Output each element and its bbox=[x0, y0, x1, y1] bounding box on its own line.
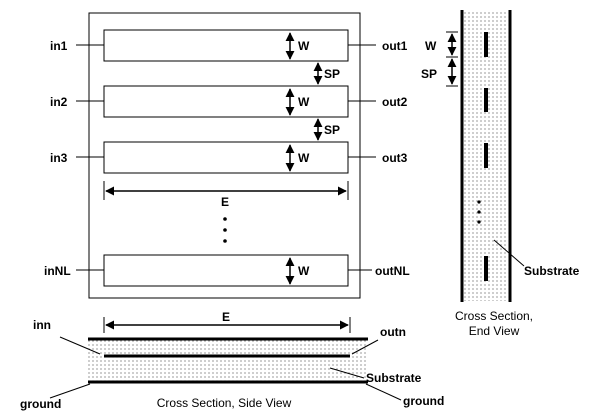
out1-label: out1 bbox=[382, 39, 408, 53]
end-view-spacing-label: SP bbox=[421, 67, 437, 81]
side-view-ground-right-label: ground bbox=[403, 394, 444, 408]
width-label-nl: W bbox=[298, 264, 310, 278]
side-view-out-leader bbox=[351, 339, 379, 355]
side-view-ground-left-leader bbox=[49, 383, 91, 399]
side-view-substrate-label: Substrate bbox=[366, 371, 422, 385]
end-view-caption-line1: Cross Section, bbox=[455, 309, 533, 323]
outnl-label: outNL bbox=[375, 264, 410, 278]
end-view-width-label: W bbox=[425, 39, 437, 53]
width-label-1: W bbox=[298, 39, 310, 53]
width-label-2: W bbox=[298, 95, 310, 109]
conductor-2 bbox=[103, 85, 349, 118]
side-view-caption: Cross Section, Side View bbox=[157, 396, 292, 410]
end-view-ellipsis-dot bbox=[477, 210, 481, 214]
side-view-in-leader bbox=[59, 336, 101, 355]
end-view-ellipsis-dot bbox=[477, 200, 481, 204]
side-view: E inn outn Substrate ground ground Cross… bbox=[20, 310, 444, 411]
side-view-length-label: E bbox=[222, 310, 230, 324]
end-view-substrate-leader bbox=[493, 239, 525, 267]
innl-label: inNL bbox=[44, 264, 71, 278]
out3-label: out3 bbox=[382, 151, 408, 165]
side-view-ground-left-label: ground bbox=[20, 397, 61, 411]
spacing-label-2: SP bbox=[324, 123, 340, 137]
side-view-substrate bbox=[88, 340, 368, 381]
top-view: in1 out1 W SP in2 out2 W SP in3 out3 W E bbox=[44, 12, 410, 299]
in3-label: in3 bbox=[50, 151, 68, 165]
ellipsis-dot bbox=[223, 228, 227, 232]
out2-label: out2 bbox=[382, 95, 408, 109]
side-view-substrate-leader bbox=[329, 367, 365, 379]
end-view-substrate-label: Substrate bbox=[524, 264, 580, 278]
end-view-caption-line2: End View bbox=[469, 324, 520, 338]
side-view-in-label: inn bbox=[33, 318, 51, 332]
end-view: W SP Substrate Cross Section, End View bbox=[421, 10, 580, 338]
spacing-label-1: SP bbox=[324, 67, 340, 81]
in2-label: in2 bbox=[50, 95, 68, 109]
conductor-nl bbox=[103, 254, 349, 287]
side-view-ground-right-leader bbox=[365, 383, 402, 401]
length-label: E bbox=[221, 195, 229, 209]
ellipsis-dot bbox=[223, 217, 227, 221]
end-view-ellipsis-dot bbox=[477, 220, 481, 224]
conductor-1 bbox=[103, 29, 349, 62]
ellipsis-dot bbox=[223, 239, 227, 243]
in1-label: in1 bbox=[50, 39, 68, 53]
conductor-3 bbox=[103, 141, 349, 174]
width-label-3: W bbox=[298, 151, 310, 165]
side-view-out-label: outn bbox=[380, 325, 406, 339]
